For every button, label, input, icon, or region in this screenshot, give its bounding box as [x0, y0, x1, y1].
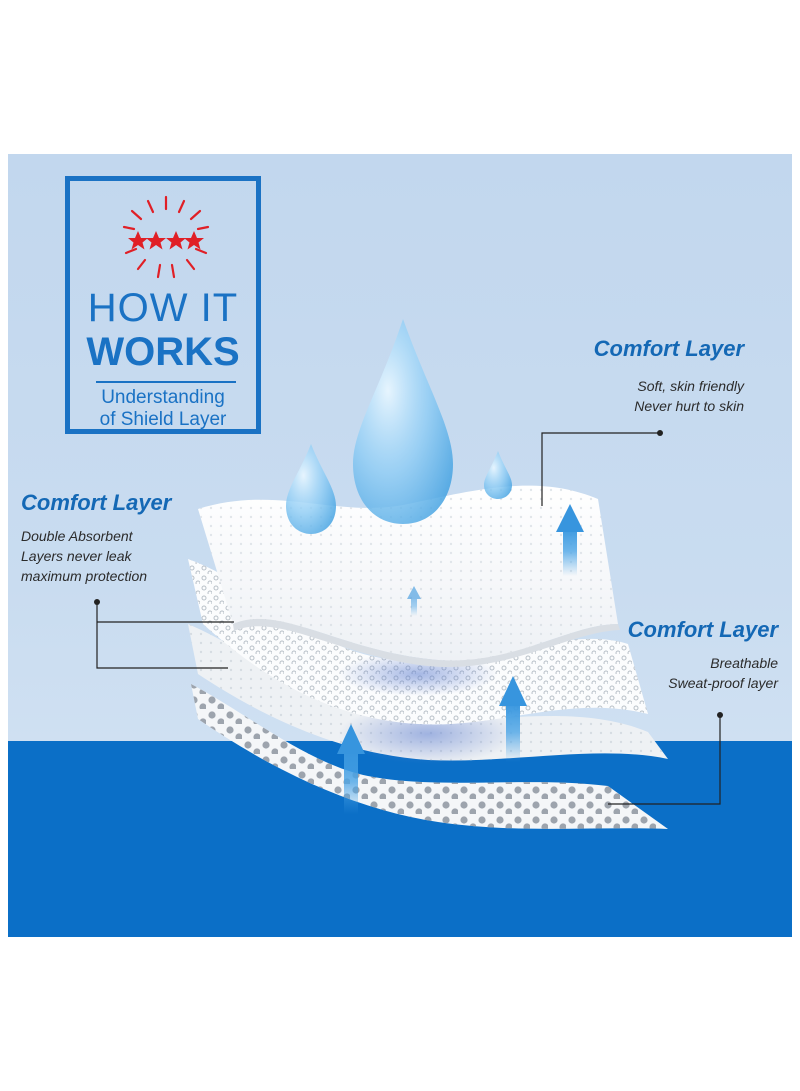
badge-heading-line2: WORKS [86, 330, 240, 374]
stars-burst-icon [122, 195, 210, 279]
callout-dot [657, 430, 663, 436]
infographic-panel: HOW IT WORKS Understanding of Shield Lay… [8, 154, 792, 937]
up-arrow-icon [407, 586, 421, 616]
up-arrow-icon [337, 724, 365, 814]
layer-illustration [94, 319, 723, 829]
water-drop-icon [286, 444, 336, 534]
callout-line-left [96, 602, 234, 669]
label-line: maximum protection [21, 568, 148, 584]
label-line: Sweat-proof layer [668, 675, 778, 691]
water-drop-icon [353, 319, 453, 524]
up-arrow-icon [499, 676, 527, 762]
water-drop-icon [484, 451, 512, 499]
label-left: Comfort Layer Double Absorbent Layers ne… [21, 490, 241, 586]
badge-subtitle-line1: Understanding [101, 387, 225, 408]
callout-line-top-right [541, 432, 660, 506]
bottom-perforated-sheet [191, 684, 668, 829]
label-title: Comfort Layer [593, 336, 744, 361]
label-line: Double Absorbent [21, 528, 133, 544]
label-top-right: Comfort Layer Soft, skin friendly Never … [528, 336, 744, 416]
label-title: Comfort Layer [21, 490, 172, 515]
badge-subtitle-line2: of Shield Layer [99, 409, 227, 430]
label-line: Breathable [710, 655, 778, 671]
label-title: Comfort Layer [627, 617, 778, 642]
label-line: Layers never leak [21, 548, 132, 564]
how-it-works-badge: HOW IT WORKS Understanding of Shield Lay… [65, 176, 261, 434]
label-line: Never hurt to skin [634, 398, 744, 414]
panel-floor [8, 741, 792, 937]
badge-subtitle: Understanding of Shield Layer [70, 387, 256, 431]
callout-dot [717, 712, 723, 718]
label-bottom-right: Comfort Layer Breathable Sweat-proof lay… [568, 617, 778, 693]
badge-heading-line1: HOW IT [87, 286, 239, 330]
up-arrow-icon [556, 504, 584, 576]
label-line: Soft, skin friendly [637, 378, 744, 394]
callout-line-bottom-right [608, 715, 721, 805]
badge-divider [96, 381, 236, 383]
callout-dot [94, 599, 100, 605]
